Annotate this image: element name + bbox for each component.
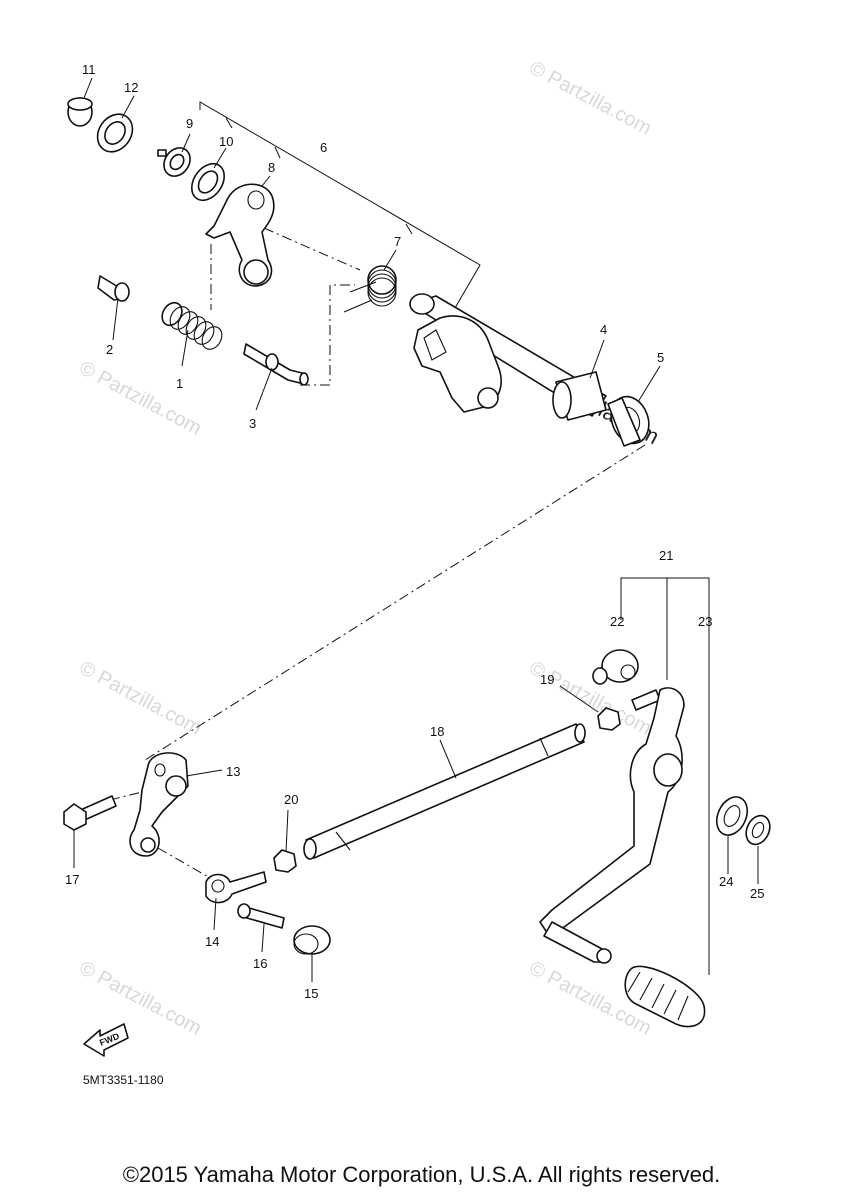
watermark-text: © Partzilla.com: [76, 957, 205, 1040]
callout-4: 4: [600, 322, 607, 337]
part-19-nut: [597, 707, 621, 731]
part-4-collar: [552, 371, 607, 421]
callout-25: 25: [750, 886, 764, 901]
callout-9: 9: [186, 116, 193, 131]
part-18-shift-rod: [303, 723, 586, 860]
part-5-seal: [607, 395, 650, 447]
callout-18: 18: [430, 724, 444, 739]
part-14-joint: [205, 871, 267, 904]
callout-10: 10: [219, 134, 233, 149]
callout-labels: 1 2 3 4 5 6 7 8 9 10 11 12 13 14 15 16 1…: [65, 62, 764, 1001]
upper-assembly: [67, 97, 650, 447]
part-11-collar: [67, 97, 93, 127]
part-3-stud-bolt: [243, 343, 309, 386]
callout-1: 1: [176, 376, 183, 391]
part-8-shift-arm: [205, 183, 275, 287]
part-13-lever: [129, 752, 189, 857]
part-16-bolt: [237, 903, 285, 929]
callout-19: 19: [540, 672, 554, 687]
part-7-spring: [343, 265, 397, 313]
callout-2: 2: [106, 342, 113, 357]
watermark-text: © Partzilla.com: [76, 657, 205, 740]
part-20-locknut: [273, 849, 297, 873]
callout-8: 8: [268, 160, 275, 175]
part-12-washer: [96, 113, 134, 153]
callout-23: 23: [698, 614, 712, 629]
callout-14: 14: [205, 934, 219, 949]
part-15-cap: [293, 925, 331, 955]
callout-21: 21: [659, 548, 673, 563]
callout-20: 20: [284, 792, 298, 807]
parts-diagram: © Partzilla.com © Partzilla.com © Partzi…: [63, 57, 771, 1057]
part-24-washer: [715, 796, 749, 836]
part-23-pedal-rubber: [624, 965, 706, 1028]
part-9-circlip: [157, 147, 191, 177]
callout-6: 6: [320, 140, 327, 155]
part-21-pedal: [539, 687, 685, 964]
watermark-text: © Partzilla.com: [526, 57, 655, 140]
callout-17: 17: [65, 872, 79, 887]
part-1-spring: [161, 301, 223, 350]
callout-16: 16: [253, 956, 267, 971]
fwd-arrow-icon: FWD: [83, 1023, 129, 1057]
callout-12: 12: [124, 80, 138, 95]
callout-11: 11: [82, 62, 96, 77]
callout-24: 24: [719, 874, 733, 889]
part-2-pin: [97, 275, 130, 302]
callout-5: 5: [657, 350, 664, 365]
part-22-joint: [592, 649, 661, 711]
connection-lines: [109, 227, 646, 879]
part-number: 5MT3351-1180: [83, 1073, 164, 1087]
callout-13: 13: [226, 764, 240, 779]
callout-22: 22: [610, 614, 624, 629]
watermark-text: © Partzilla.com: [76, 357, 205, 440]
leader-lines: [73, 77, 759, 982]
lower-assembly: FWD: [63, 649, 771, 1057]
part-25-circlip: [745, 814, 771, 846]
part-10-washer: [190, 162, 226, 202]
callout-7: 7: [394, 234, 401, 249]
copyright-notice: ©2015 Yamaha Motor Corporation, U.S.A. A…: [122, 1162, 721, 1187]
assembly-brackets: [199, 101, 710, 975]
callout-3: 3: [249, 416, 256, 431]
part-17-bolt: [63, 795, 117, 831]
callout-15: 15: [304, 986, 318, 1001]
